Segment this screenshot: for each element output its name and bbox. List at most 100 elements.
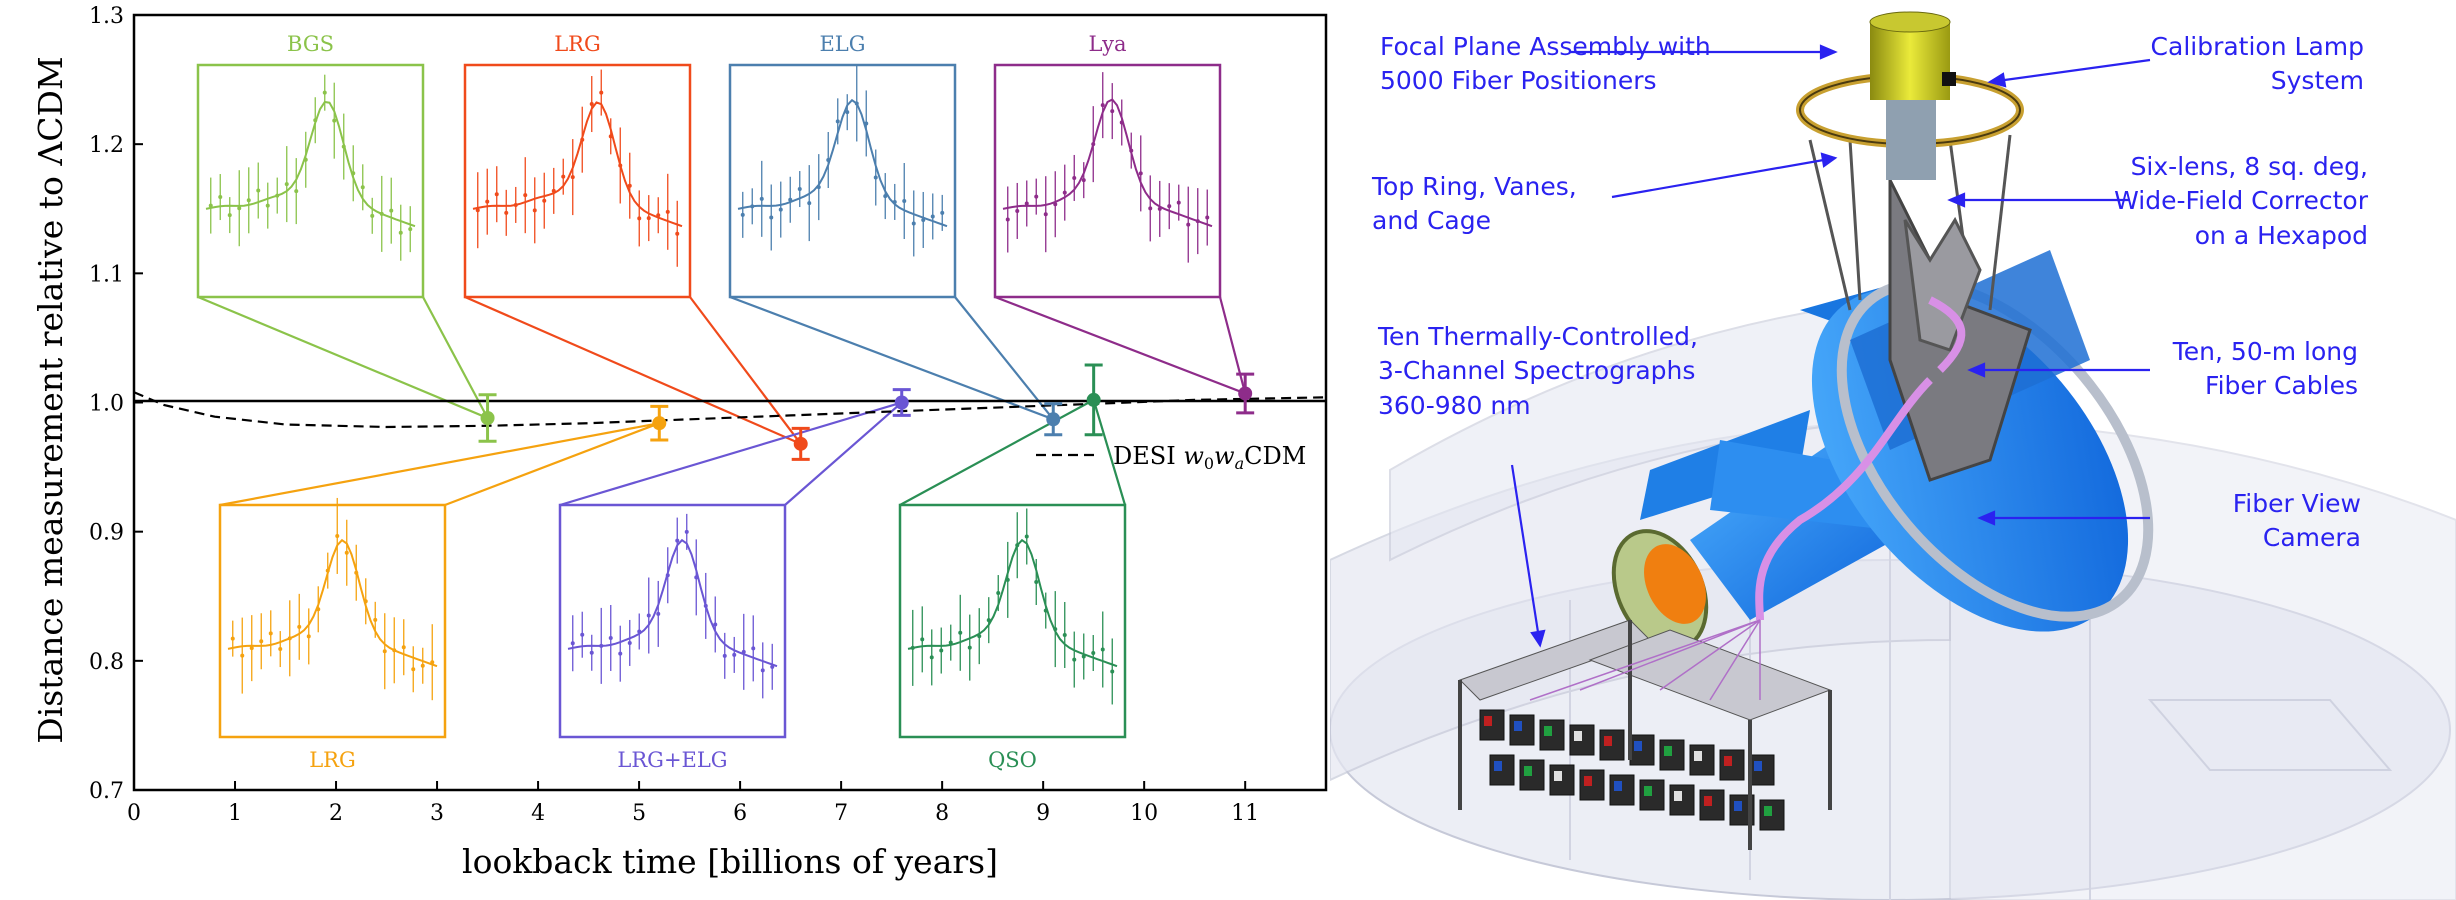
inset-point bbox=[1034, 580, 1039, 585]
x-axis-label: lookback time [billions of years] bbox=[462, 842, 998, 881]
inset-point bbox=[1015, 543, 1020, 548]
inset-point bbox=[1186, 222, 1191, 227]
inset-point bbox=[996, 591, 1001, 596]
y-tick-label: 0.9 bbox=[89, 521, 124, 546]
inset-point bbox=[532, 208, 537, 213]
inset-point bbox=[864, 121, 869, 126]
inset-point bbox=[637, 216, 642, 221]
inset-point bbox=[294, 189, 299, 194]
x-tick-label: 5 bbox=[632, 801, 646, 826]
inset-point bbox=[797, 187, 802, 192]
point-marker bbox=[480, 411, 495, 425]
inset-point bbox=[977, 634, 982, 639]
label-line: Focal Plane Assembly with bbox=[1380, 32, 1711, 61]
inset-point bbox=[665, 573, 670, 578]
x-tick-label: 8 bbox=[935, 801, 949, 826]
inset-point bbox=[278, 647, 283, 652]
inset-point bbox=[948, 640, 953, 645]
inset-point bbox=[713, 622, 718, 627]
inset-connector bbox=[219, 422, 660, 507]
inset-point bbox=[1119, 120, 1124, 125]
label-line: Calibration Lamp bbox=[2150, 32, 2364, 61]
inset-point bbox=[826, 158, 831, 163]
label-line: 3-Channel Spectrographs bbox=[1378, 356, 1696, 386]
inset-point bbox=[411, 667, 416, 672]
inset-point bbox=[740, 212, 745, 217]
inset-point bbox=[504, 210, 509, 215]
label-line: on a Hexapod bbox=[2194, 220, 2368, 250]
inset-point bbox=[608, 635, 613, 640]
y-tick-label: 0.7 bbox=[89, 779, 124, 804]
inset-model-line bbox=[1002, 98, 1213, 228]
inset-point bbox=[542, 198, 547, 203]
point-marker bbox=[652, 416, 667, 431]
inset-point bbox=[1148, 206, 1153, 211]
inset-point bbox=[284, 182, 289, 187]
inset-point bbox=[807, 201, 812, 206]
inset-point bbox=[208, 203, 213, 208]
inset-point bbox=[373, 617, 378, 622]
data-point-lrg bbox=[650, 404, 669, 442]
inset-point bbox=[259, 639, 264, 644]
data-point-lrg bbox=[791, 426, 810, 461]
inset-point bbox=[494, 192, 499, 197]
inset-lrg: LRG bbox=[218, 422, 660, 772]
inset-point bbox=[967, 645, 972, 650]
spectrograph-channel bbox=[1604, 736, 1612, 746]
inset-point bbox=[911, 221, 916, 226]
point-marker bbox=[1086, 392, 1101, 407]
spectrograph-channel bbox=[1704, 796, 1712, 806]
label-line: and Cage bbox=[1372, 206, 1492, 236]
inset-point bbox=[1024, 534, 1029, 539]
y-tick-label: 1.0 bbox=[89, 392, 124, 417]
inset-point bbox=[627, 640, 632, 645]
inset-point bbox=[618, 163, 623, 168]
label-line: Six-lens, 8 sq. deg, bbox=[2130, 152, 2368, 181]
label-corrector: Six-lens, 8 sq. deg,Wide-Field Corrector… bbox=[2114, 150, 2368, 253]
inset-point bbox=[513, 202, 518, 207]
inset-point bbox=[656, 213, 661, 218]
x-tick-label: 3 bbox=[430, 801, 444, 826]
inset-point bbox=[354, 570, 359, 575]
inset-point bbox=[1005, 217, 1010, 222]
x-tick-label: 0 bbox=[127, 801, 141, 826]
point-marker bbox=[1238, 386, 1253, 401]
spectrograph-channel bbox=[1694, 751, 1702, 761]
inset-point bbox=[335, 533, 340, 538]
label-line: 5000 Fiber Positioners bbox=[1380, 66, 1657, 96]
x-tick-label: 9 bbox=[1036, 801, 1050, 826]
inset-point bbox=[485, 199, 490, 204]
inset-point bbox=[986, 618, 991, 623]
inset-point bbox=[313, 118, 318, 123]
label-arrows bbox=[1510, 44, 2151, 648]
label-line: Ten Thermally-Controlled, bbox=[1378, 322, 1698, 351]
inset-point bbox=[1110, 669, 1115, 674]
inset-point bbox=[854, 101, 859, 106]
label-top-ring: Top Ring, Vanes,and Cage bbox=[1372, 170, 1577, 239]
legend: DESI w0waCDM bbox=[1036, 442, 1306, 473]
spectrograph-channel bbox=[1764, 806, 1772, 816]
inset-frame bbox=[218, 503, 447, 739]
inset-point bbox=[1157, 206, 1162, 211]
inset-point bbox=[1081, 654, 1086, 659]
inset-point bbox=[769, 215, 774, 220]
spectrograph-channel bbox=[1634, 741, 1642, 751]
inset-point bbox=[325, 568, 330, 573]
inset-frame bbox=[463, 63, 692, 299]
telescope-illustration bbox=[1330, 11, 2456, 900]
spectrograph-channel bbox=[1644, 786, 1652, 796]
inset-point bbox=[1195, 219, 1200, 224]
inset-point bbox=[732, 652, 737, 657]
inset-point bbox=[920, 637, 925, 642]
inset-point bbox=[637, 629, 642, 634]
x-tick-label: 4 bbox=[531, 801, 545, 826]
inset-point bbox=[1053, 202, 1058, 207]
inset-point bbox=[1062, 632, 1067, 637]
spectrograph-channel bbox=[1484, 716, 1492, 726]
inset-label: ELG bbox=[819, 32, 865, 56]
inset-point bbox=[741, 649, 746, 654]
inset-point bbox=[1072, 175, 1077, 180]
